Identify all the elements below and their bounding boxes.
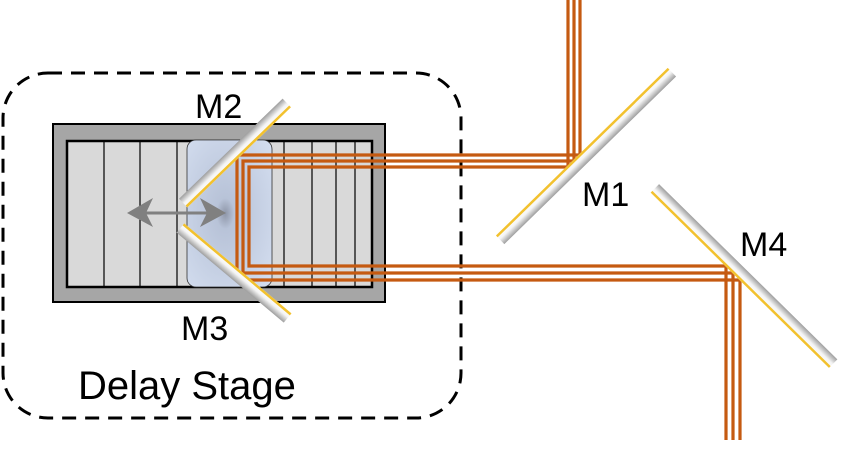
mirror-m3 [176, 223, 292, 323]
label-m1: M1 [582, 176, 629, 214]
beam-ray [247, 0, 728, 440]
mirror-m1 [495, 67, 677, 245]
mirror-m4 [650, 184, 838, 368]
laser-beam [235, 0, 742, 440]
stage-rail-lines [103, 141, 356, 287]
label-delay-stage: Delay Stage [78, 364, 296, 408]
delay-stage-enclosure [1, 71, 463, 420]
beam-ray [235, 0, 742, 440]
label-m4: M4 [740, 226, 787, 264]
mirror-m2 [179, 98, 291, 208]
label-m2: M2 [195, 88, 242, 126]
double-arrow-icon [127, 198, 226, 227]
beam-ray [241, 0, 735, 440]
label-m3: M3 [181, 310, 228, 348]
